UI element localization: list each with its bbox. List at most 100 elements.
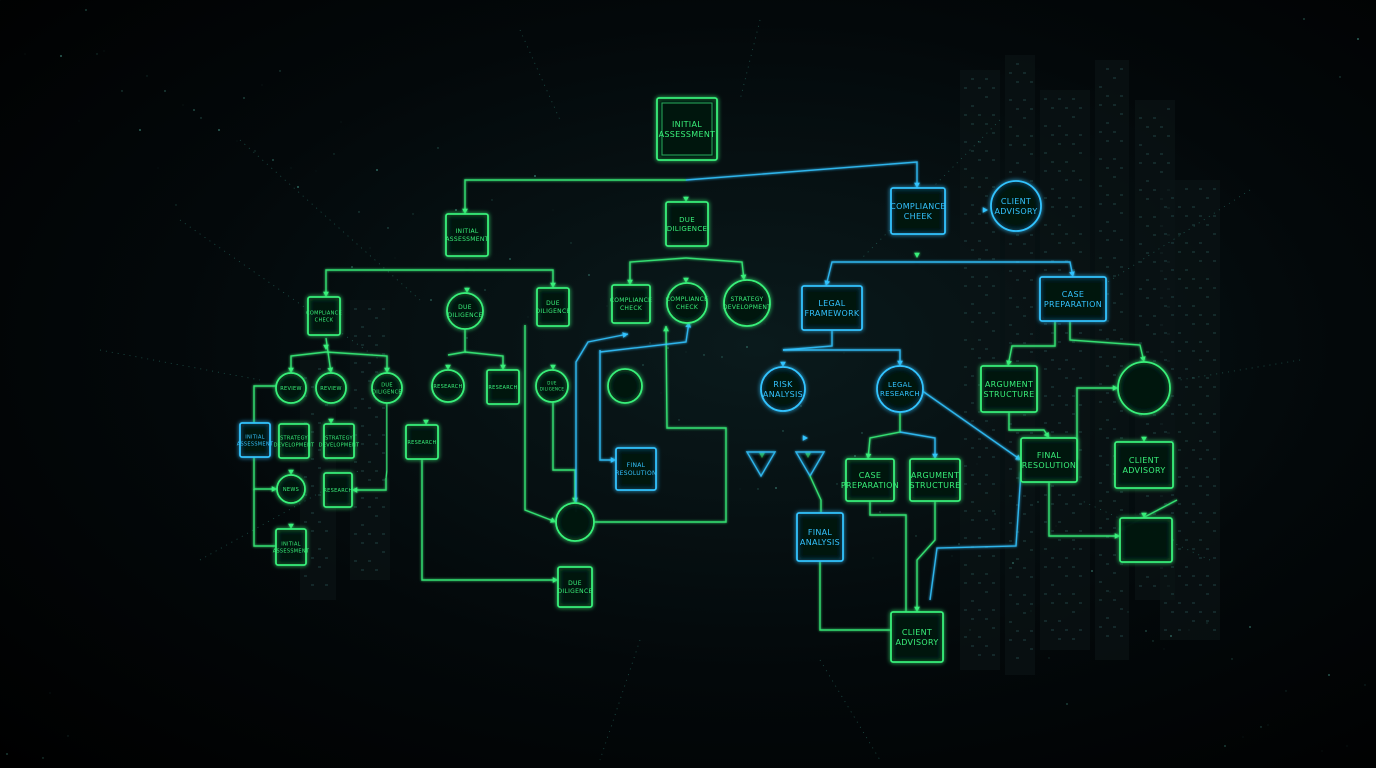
node-n15[interactable]: REVIEW (315, 372, 347, 404)
node-label-text: DUE (679, 216, 695, 224)
skyline-window (1023, 594, 1026, 596)
node-n31[interactable]: RESEARCH (323, 472, 353, 508)
skyline-window (1058, 566, 1061, 568)
skyline-window (1146, 324, 1149, 326)
node-n29[interactable] (1117, 361, 1171, 415)
skyline-window (978, 213, 981, 215)
particle-dot (67, 735, 69, 737)
node-n14[interactable]: REVIEW (275, 372, 307, 404)
skyline-window (1113, 374, 1116, 376)
skyline-window (1120, 338, 1123, 340)
node-n20[interactable] (607, 368, 643, 404)
skyline-window (1139, 513, 1142, 515)
node-n36[interactable] (555, 502, 595, 542)
skyline-window (964, 168, 967, 170)
node-circle-shape (276, 474, 306, 504)
skyline-window (1120, 608, 1123, 610)
particle-dot (878, 510, 882, 514)
node-n17[interactable]: RESEARCH (431, 369, 465, 403)
skyline-window (1153, 288, 1156, 290)
skyline-window (1051, 386, 1054, 388)
node-box-shape (656, 97, 718, 161)
skyline-window (1171, 440, 1174, 442)
skyline-window (1113, 104, 1116, 106)
skyline-tower-1 (1005, 55, 1035, 675)
node-label-text: COMPLIANCE (890, 202, 946, 211)
edge-arrowhead-35 (550, 517, 556, 523)
skyline-window (1051, 404, 1054, 406)
skyline-window (375, 317, 378, 319)
skyline-window (1178, 629, 1181, 631)
skyline-window (978, 510, 981, 512)
particle-streak-5 (1179, 359, 1301, 381)
node-n41[interactable] (1119, 517, 1173, 563)
node-n26[interactable]: RESEARCH (405, 424, 439, 460)
skyline-window (1051, 530, 1054, 532)
skyline-window (992, 555, 995, 557)
skyline-window (1171, 593, 1174, 595)
skyline-window (1167, 135, 1170, 137)
skyline-window (1192, 323, 1195, 325)
skyline-window (1009, 297, 1012, 299)
skyline-window (1099, 626, 1102, 628)
particle-dot (387, 227, 389, 229)
skyline-window (1072, 143, 1075, 145)
particle-dot (394, 257, 396, 259)
node-n30[interactable]: NEWS (276, 474, 306, 504)
skyline-window (1051, 134, 1054, 136)
skyline-window (992, 285, 995, 287)
skyline-window (1206, 197, 1209, 199)
skyline-window (964, 186, 967, 188)
skyline-window (1065, 332, 1068, 334)
skyline-window (375, 569, 378, 571)
skyline-window (985, 573, 988, 575)
skyline-window (304, 395, 307, 397)
skyline-window (1120, 311, 1123, 313)
particle-dot (720, 355, 724, 359)
skyline-window (354, 335, 357, 337)
edge-arrowhead-54 (1006, 360, 1012, 366)
edge-arrowhead-53 (914, 606, 920, 612)
particle-dot (757, 488, 759, 490)
node-n18[interactable]: RESEARCH (486, 369, 520, 405)
edge-arrowhead-56 (1043, 432, 1049, 438)
edge-arrowhead-27 (352, 487, 358, 493)
skyline-window (1120, 167, 1123, 169)
particle-dot (84, 8, 88, 12)
skyline-window (1185, 584, 1188, 586)
skyline-window (1009, 126, 1012, 128)
skyline-window (1079, 449, 1082, 451)
skyline-window (1120, 239, 1123, 241)
node-box-shape (275, 528, 307, 566)
